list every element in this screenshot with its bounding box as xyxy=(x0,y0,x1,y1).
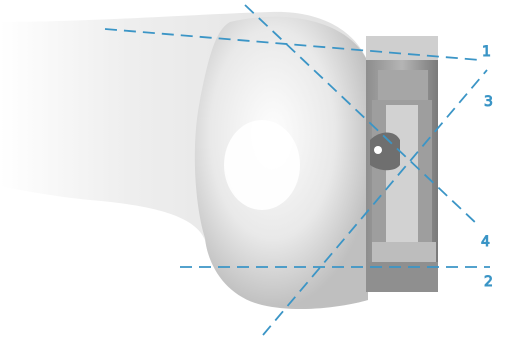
label-line-4: 4 xyxy=(481,234,490,250)
implant-lower-slot xyxy=(372,242,436,262)
implant-inner-channel xyxy=(386,105,418,245)
condyle-highlight xyxy=(224,120,300,210)
implant-peg-hole xyxy=(374,146,382,154)
femur-bone xyxy=(0,12,368,309)
label-line-2: 2 xyxy=(484,274,493,290)
cut-line-labels: 1 2 3 4 xyxy=(481,44,493,290)
femoral-implant xyxy=(366,36,438,292)
implant-slot-upper xyxy=(378,70,428,100)
label-line-1: 1 xyxy=(482,44,491,60)
label-line-3: 3 xyxy=(484,94,493,110)
